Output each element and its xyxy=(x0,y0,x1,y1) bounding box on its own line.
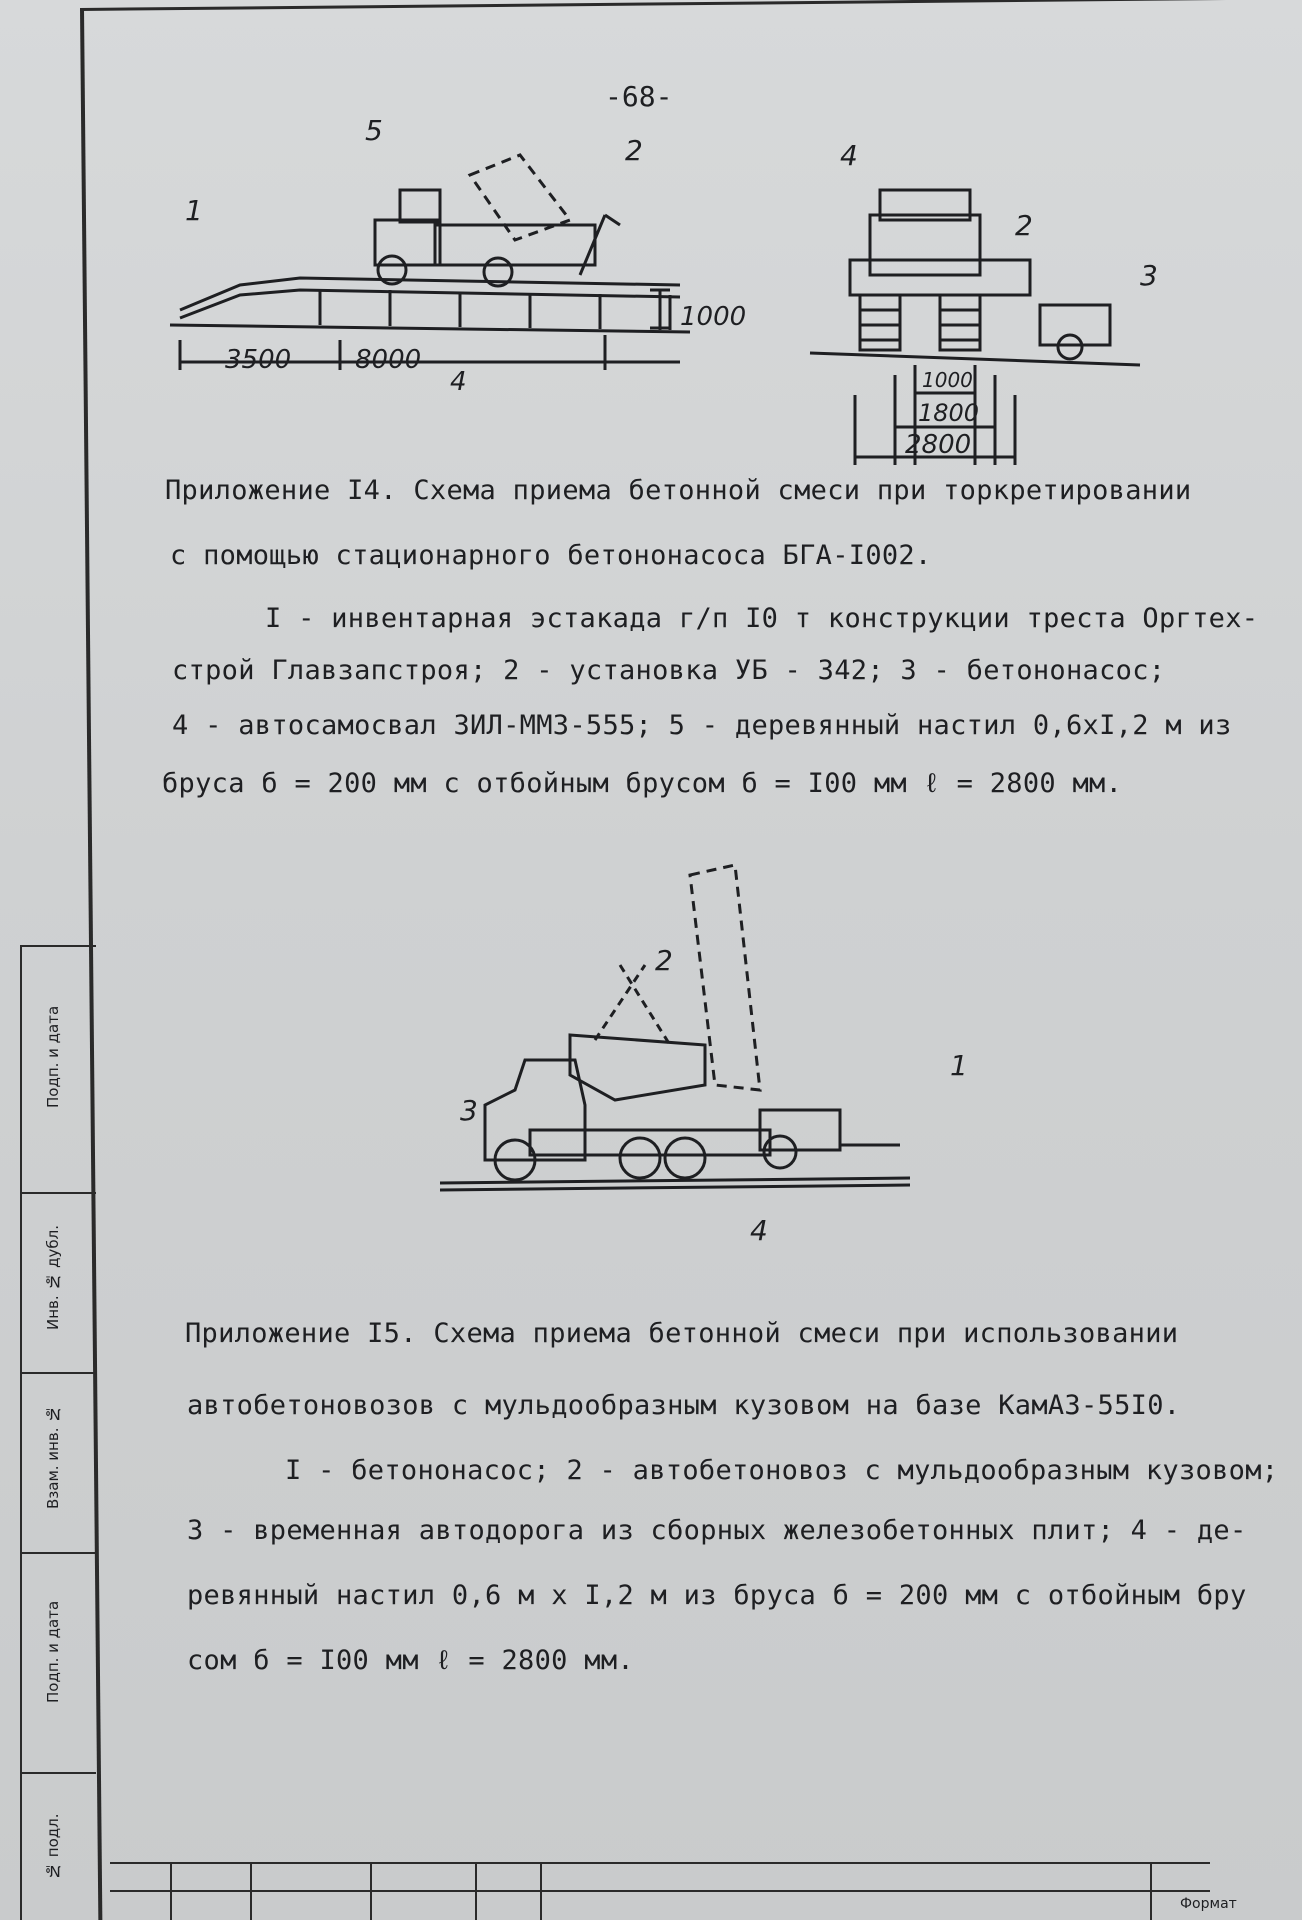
side-stamp-table: Подп. и дата Инв. № дубл. Взам. инв. № П… xyxy=(20,945,96,1920)
figure14-front-view-drawing: 4 2 3 1000 1800 2800 xyxy=(809,139,1158,465)
figure15-truck-drawing: 2 1 3 4 xyxy=(439,863,968,1247)
fig15-callout-4: 4 xyxy=(750,1214,768,1247)
appendix14-title-line2: с помощью стационарного бетононасоса БГА… xyxy=(170,540,932,571)
fig14-callout-4: 5 xyxy=(365,114,383,147)
format-label: Формат xyxy=(1180,1896,1237,1912)
appendix14-legend-line2: строй Главзапстроя; 2 - установка УБ - 3… xyxy=(172,655,1166,686)
stamp-divider xyxy=(22,1772,96,1774)
stamp-sign-date-2: Подп. и дата xyxy=(44,1600,62,1704)
fig14-side-callout-3: 3 xyxy=(1140,259,1158,292)
fig14-side-callout-4: 4 xyxy=(840,139,858,172)
appendix15-title-line2: автобетоновозов с мульдообразным кузовом… xyxy=(187,1390,1181,1421)
page-number: -68- xyxy=(605,80,673,113)
fig14-callout-2: 2 xyxy=(625,134,643,167)
fig14-dim-1800: 1800 xyxy=(918,399,979,427)
appendix15-title-line1: Приложение I5. Схема приема бетонной сме… xyxy=(185,1318,1179,1349)
appendix14-legend-line3: 4 - автосамосвал ЗИЛ-ММЗ-555; 5 - деревя… xyxy=(172,710,1232,741)
fig14-dim-1000: 1000 xyxy=(680,302,746,332)
bottom-title-block xyxy=(110,1862,1210,1920)
stamp-divider xyxy=(22,1192,96,1194)
fig14-dim-2800: 2800 xyxy=(905,430,971,460)
fig14-callout-5: 4 xyxy=(450,367,467,397)
fig15-callout-1: 1 xyxy=(950,1049,968,1082)
fig14-dim-8000: 8000 xyxy=(355,345,421,375)
stamp-original-inventory: № подл. xyxy=(44,1813,62,1881)
fig14-dim-3500: 3500 xyxy=(225,345,291,375)
fig14-dim-1000-small: 1000 xyxy=(922,368,973,392)
stamp-replace-inventory: Взам. инв. № xyxy=(44,1404,62,1510)
stamp-sign-date-1: Подп. и дата xyxy=(44,1005,62,1109)
appendix15-legend-line3: ревянный настил 0,6 м x I,2 м из бруса б… xyxy=(187,1580,1247,1611)
fig15-callout-2: 2 xyxy=(655,944,673,977)
stamp-divider xyxy=(22,1552,96,1554)
appendix14-legend-line4: бруса б = 200 мм с отбойным брусом б = I… xyxy=(162,768,1123,799)
fig14-callout-1: 1 xyxy=(185,194,203,227)
appendix15-legend-line2: 3 - временная автодорога из сборных желе… xyxy=(187,1515,1247,1546)
appendix14-legend-line1: I - инвентарная эстакада г/п I0 т констр… xyxy=(265,603,1259,634)
appendix14-title-line1: Приложение I4. Схема приема бетонной сме… xyxy=(165,475,1192,506)
stamp-dup-inventory: Инв. № дубл. xyxy=(44,1224,62,1330)
appendix15-legend-line4: сом б = I00 мм ℓ = 2800 мм. xyxy=(187,1645,634,1676)
fig14-side-callout-2: 2 xyxy=(1015,209,1033,242)
figure14-overpass-drawing: 1 5 2 4 3500 8000 1000 xyxy=(169,114,746,397)
stamp-divider xyxy=(22,1372,96,1374)
fig15-callout-3: 3 xyxy=(460,1094,478,1127)
appendix15-legend-line1: I - бетононасос; 2 - автобетоновоз с мул… xyxy=(285,1455,1279,1486)
